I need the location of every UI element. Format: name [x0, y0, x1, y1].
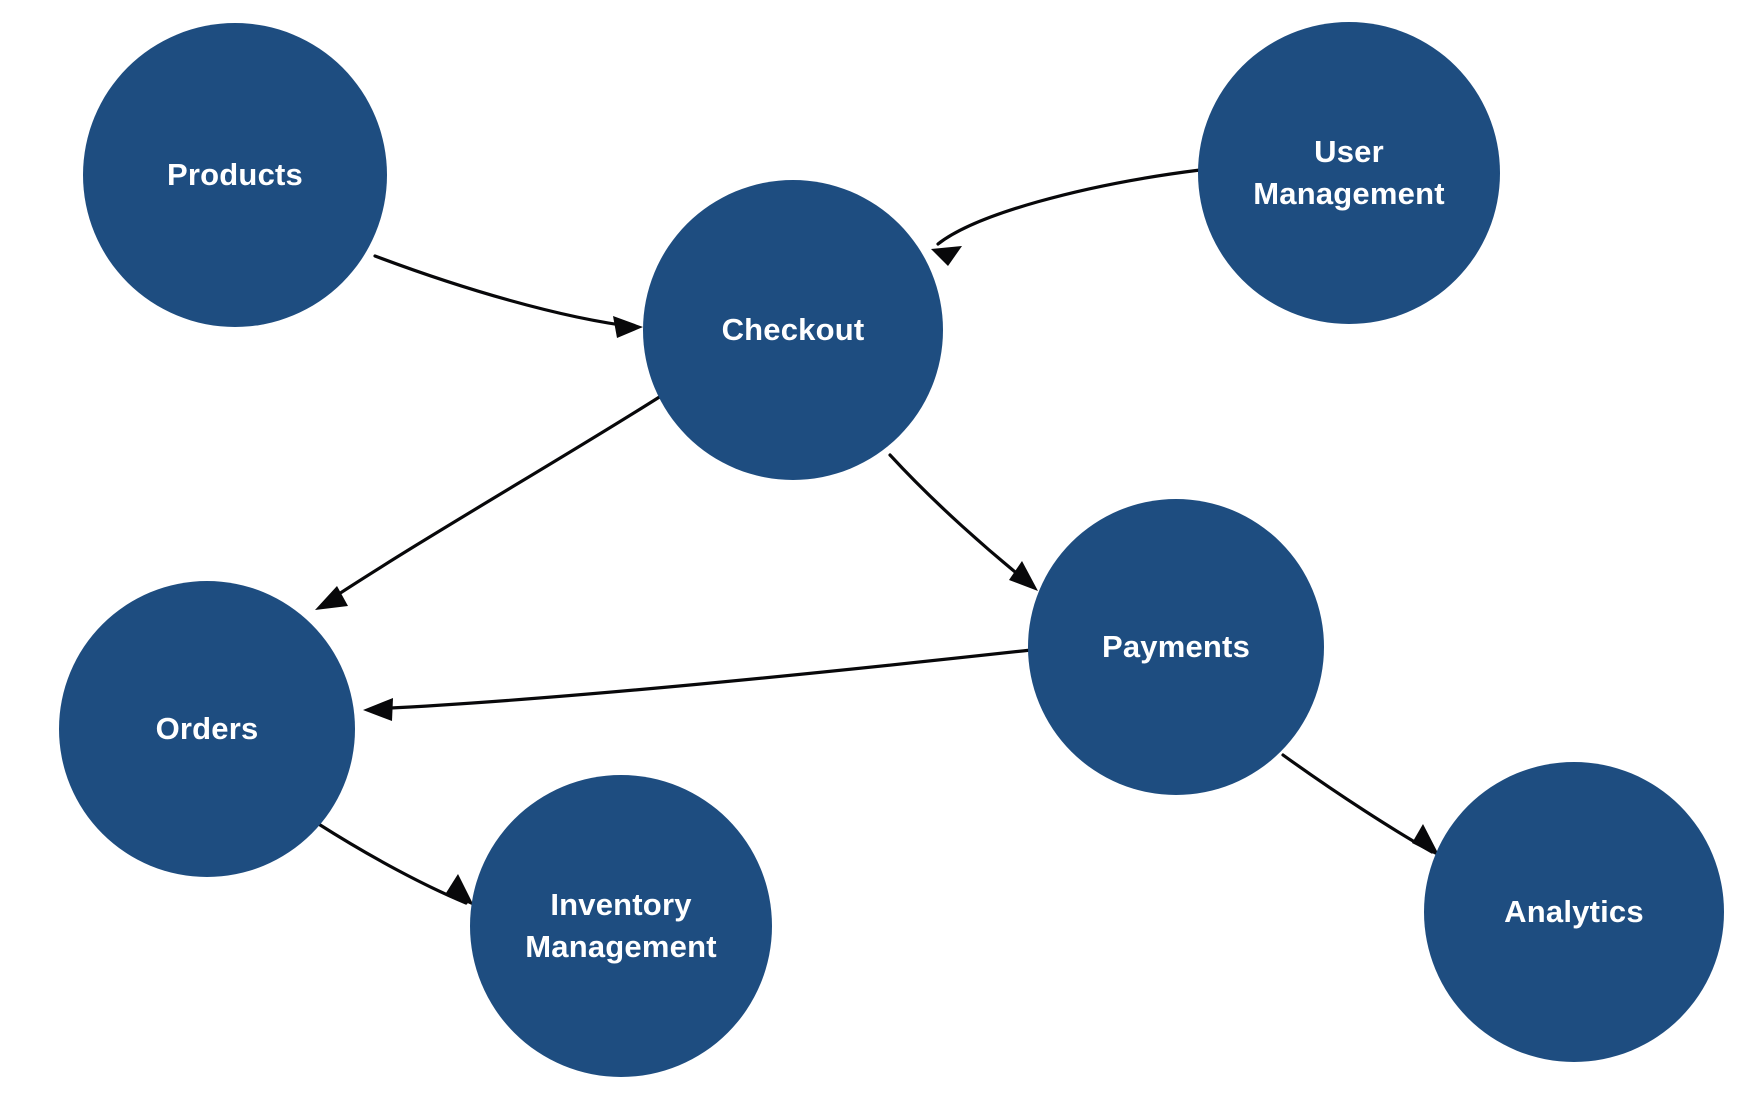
node-orders[interactable]: Orders	[59, 581, 355, 877]
node-label-checkout: Checkout	[721, 312, 865, 348]
node-products[interactable]: Products	[83, 23, 387, 327]
node-analytics[interactable]: Analytics	[1424, 762, 1724, 1062]
edge-line	[370, 648, 1033, 711]
edge-line	[936, 168, 1202, 246]
arrowhead-icon	[315, 586, 348, 610]
edge-user-management-to-checkout	[931, 168, 1202, 266]
edge-checkout-to-orders	[315, 394, 663, 610]
edge-line	[315, 821, 468, 905]
edge-payments-to-analytics	[1281, 753, 1440, 857]
node-label-user-management: User Management	[1253, 134, 1445, 211]
node-label-payments: Payments	[1101, 629, 1251, 665]
edge-payments-to-orders	[363, 648, 1033, 721]
edge-orders-to-inventory-management	[315, 821, 474, 906]
node-label-products: Products	[167, 157, 303, 193]
arrowhead-icon	[446, 874, 474, 906]
edge-checkout-to-payments	[888, 453, 1038, 591]
edge-line	[373, 254, 638, 329]
edge-products-to-checkout	[373, 254, 643, 338]
node-checkout[interactable]: Checkout	[643, 180, 943, 480]
node-label-orders: Orders	[155, 711, 259, 747]
node-payments[interactable]: Payments	[1028, 499, 1324, 795]
node-user-management[interactable]: User Management	[1198, 22, 1500, 324]
arrowhead-icon	[613, 316, 643, 338]
arrowhead-icon	[931, 246, 962, 266]
node-inventory-management[interactable]: Inventory Management	[470, 775, 772, 1077]
edge-line	[320, 394, 663, 607]
node-label-analytics: Analytics	[1504, 894, 1644, 930]
arrowhead-icon	[363, 698, 393, 721]
arrowhead-icon	[1009, 561, 1038, 591]
arrowhead-icon	[1412, 824, 1440, 857]
node-label-inventory-management: Inventory Management	[525, 887, 717, 964]
